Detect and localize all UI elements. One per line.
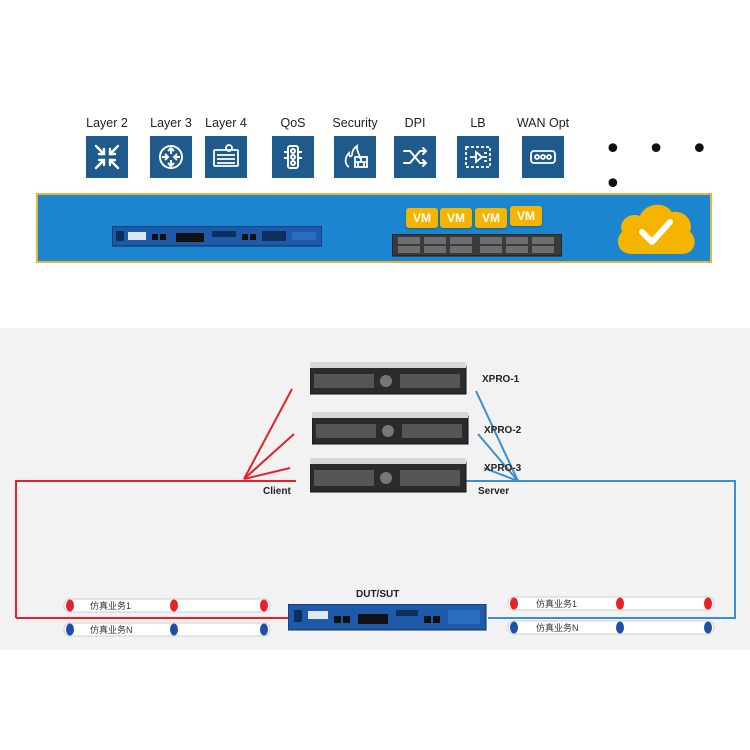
feature-label: Layer 3 (150, 116, 192, 130)
feature-label: DPI (404, 116, 426, 130)
switch-panel-icon (205, 136, 247, 178)
cloud-check-icon (617, 204, 695, 254)
feature-wan-opt: WAN Opt (503, 114, 583, 178)
vm-badge: VM (510, 206, 542, 226)
feature-security: Security (315, 114, 395, 178)
xpro-3-label: XPRO-3 (484, 463, 522, 474)
traffic-light-icon (272, 136, 314, 178)
right-traffic-pipes (507, 596, 715, 635)
server-label: Server (478, 486, 510, 497)
feature-label: LB (470, 116, 486, 130)
left-pipe-1-label: 仿真业务1 (90, 601, 132, 611)
right-pipe-n-label: 仿真业务N (536, 623, 579, 633)
right-pipe-1-label: 仿真业务1 (536, 599, 578, 609)
feature-lb: LB (438, 114, 518, 178)
xpro-2-label: XPRO-2 (484, 425, 522, 436)
client-label: Client (263, 486, 291, 497)
xpro-1-label: XPRO-1 (482, 374, 520, 385)
xpro-3-chassis (310, 458, 467, 493)
vm-badge: VM (440, 208, 472, 228)
feature-label: QoS (280, 116, 306, 130)
topology-connections (15, 388, 736, 619)
left-pipe-n-label: 仿真业务N (90, 625, 133, 635)
feature-layer3: Layer 3 (131, 114, 211, 178)
feature-label: Layer 4 (205, 116, 247, 130)
feature-dpi: DPI (375, 114, 455, 178)
feature-layer2: Layer 2 (67, 114, 147, 178)
hardware-appliance (112, 226, 322, 247)
feature-label: WAN Opt (516, 116, 570, 130)
feature-label: Security (332, 116, 378, 130)
more-features-ellipsis: • • • • (604, 132, 717, 202)
vm-badge: VM (475, 208, 507, 228)
feature-label: Layer 2 (86, 116, 128, 130)
left-traffic-pipes (63, 598, 271, 637)
xpro-1-chassis (310, 362, 467, 395)
server-chassis (392, 234, 562, 257)
xpro-2-chassis (312, 412, 469, 445)
feature-qos: QoS (253, 114, 333, 178)
firewall-icon (334, 136, 376, 178)
crossed-arrows-icon (394, 136, 436, 178)
arrows-inward-icon (86, 136, 128, 178)
dut-label: DUT/SUT (356, 589, 400, 600)
dut-appliance (288, 604, 487, 631)
vm-badge: VM (406, 208, 438, 228)
feature-layer4: Layer 4 (186, 114, 266, 178)
load-balancer-icon (457, 136, 499, 178)
router-icon (150, 136, 192, 178)
wan-optimizer-icon (522, 136, 564, 178)
